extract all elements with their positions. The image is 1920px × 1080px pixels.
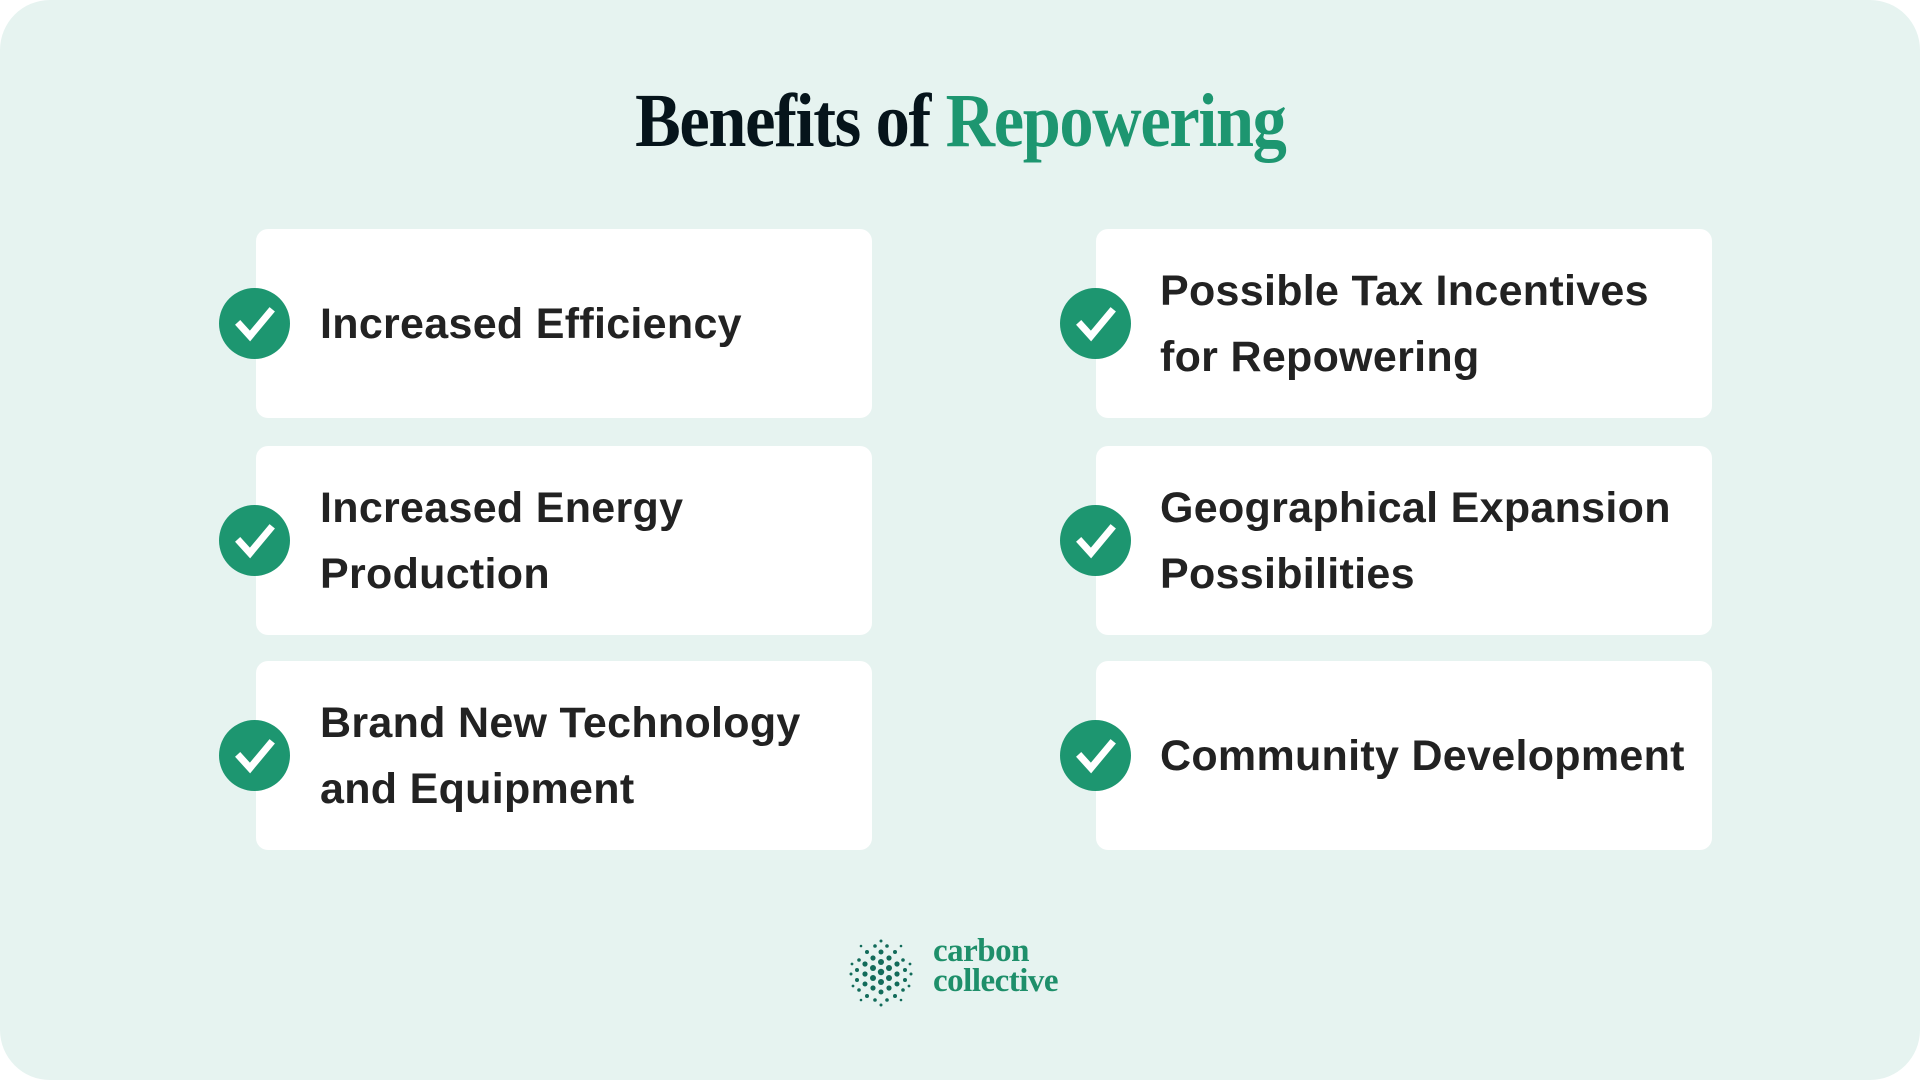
check-circle-icon	[1060, 720, 1131, 791]
benefit-card-energy-production: Increased Energy Production	[256, 446, 872, 635]
check-circle-icon	[219, 505, 290, 576]
benefit-label: Possible Tax Incentives for Repowering	[1160, 266, 1649, 381]
benefit-card-increased-efficiency: Increased Efficiency	[256, 229, 872, 418]
benefit-label: Community Development	[1160, 731, 1685, 780]
check-circle-icon	[1060, 505, 1131, 576]
title-prefix: Benefits of	[634, 79, 931, 163]
benefit-card-new-technology: Brand New Technology and Equipment	[256, 661, 872, 850]
carbon-collective-logo: carbon collective	[843, 934, 1083, 1010]
benefit-label: Brand New Technology and Equipment	[320, 698, 801, 813]
benefit-card-tax-incentives: Possible Tax Incentives for Repowering	[1096, 229, 1712, 418]
benefit-card-geographical-expansion: Geographical Expansion Possibilities	[1096, 446, 1712, 635]
benefit-label: Geographical Expansion Possibilities	[1160, 483, 1671, 598]
brand-line-1: carbon	[933, 933, 1030, 969]
benefit-label: Increased Energy Production	[320, 483, 684, 598]
brand-line-2: collective	[933, 963, 1059, 999]
check-circle-icon	[1060, 288, 1131, 359]
check-circle-icon	[219, 720, 290, 791]
title-highlight: Repowering	[945, 79, 1286, 163]
page-title: Benefits of Repowering	[0, 66, 1920, 176]
benefit-card-community-development: Community Development	[1096, 661, 1712, 850]
benefit-label: Increased Efficiency	[320, 299, 742, 348]
dotted-sphere-logo-icon	[849, 939, 913, 1007]
brand-wordmark: carbon collective	[933, 933, 1059, 999]
check-circle-icon	[219, 288, 290, 359]
